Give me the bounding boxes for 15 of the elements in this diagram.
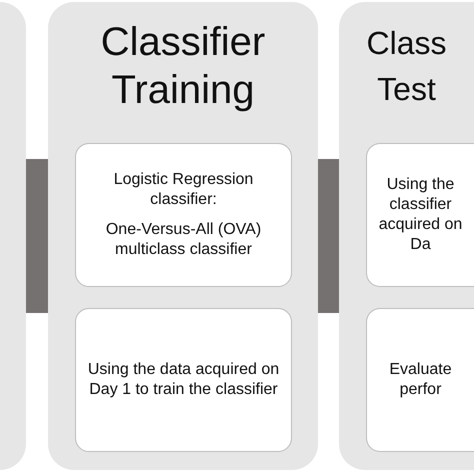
panel-heading: Class Test [365, 24, 448, 109]
step-text: Using the data acquired on Day 1 to train the classifier [86, 360, 280, 400]
step-text: Using the classifier acquired on Da [378, 175, 464, 255]
step-text: Evaluate perfor [388, 360, 453, 400]
panel-heading: Classifier Training [100, 19, 266, 114]
step-text: Logistic Regression classifier: [112, 170, 254, 210]
step-box [75, 143, 292, 287]
stage-panel [339, 2, 474, 470]
step-box [75, 308, 292, 452]
connector-bar [318, 159, 339, 313]
step-box [366, 143, 474, 287]
step-text: One-Versus-All (OVA) multiclass classifier [104, 220, 262, 260]
stage-panel [48, 2, 318, 470]
connector-bar [26, 159, 48, 313]
step-box [366, 308, 474, 452]
